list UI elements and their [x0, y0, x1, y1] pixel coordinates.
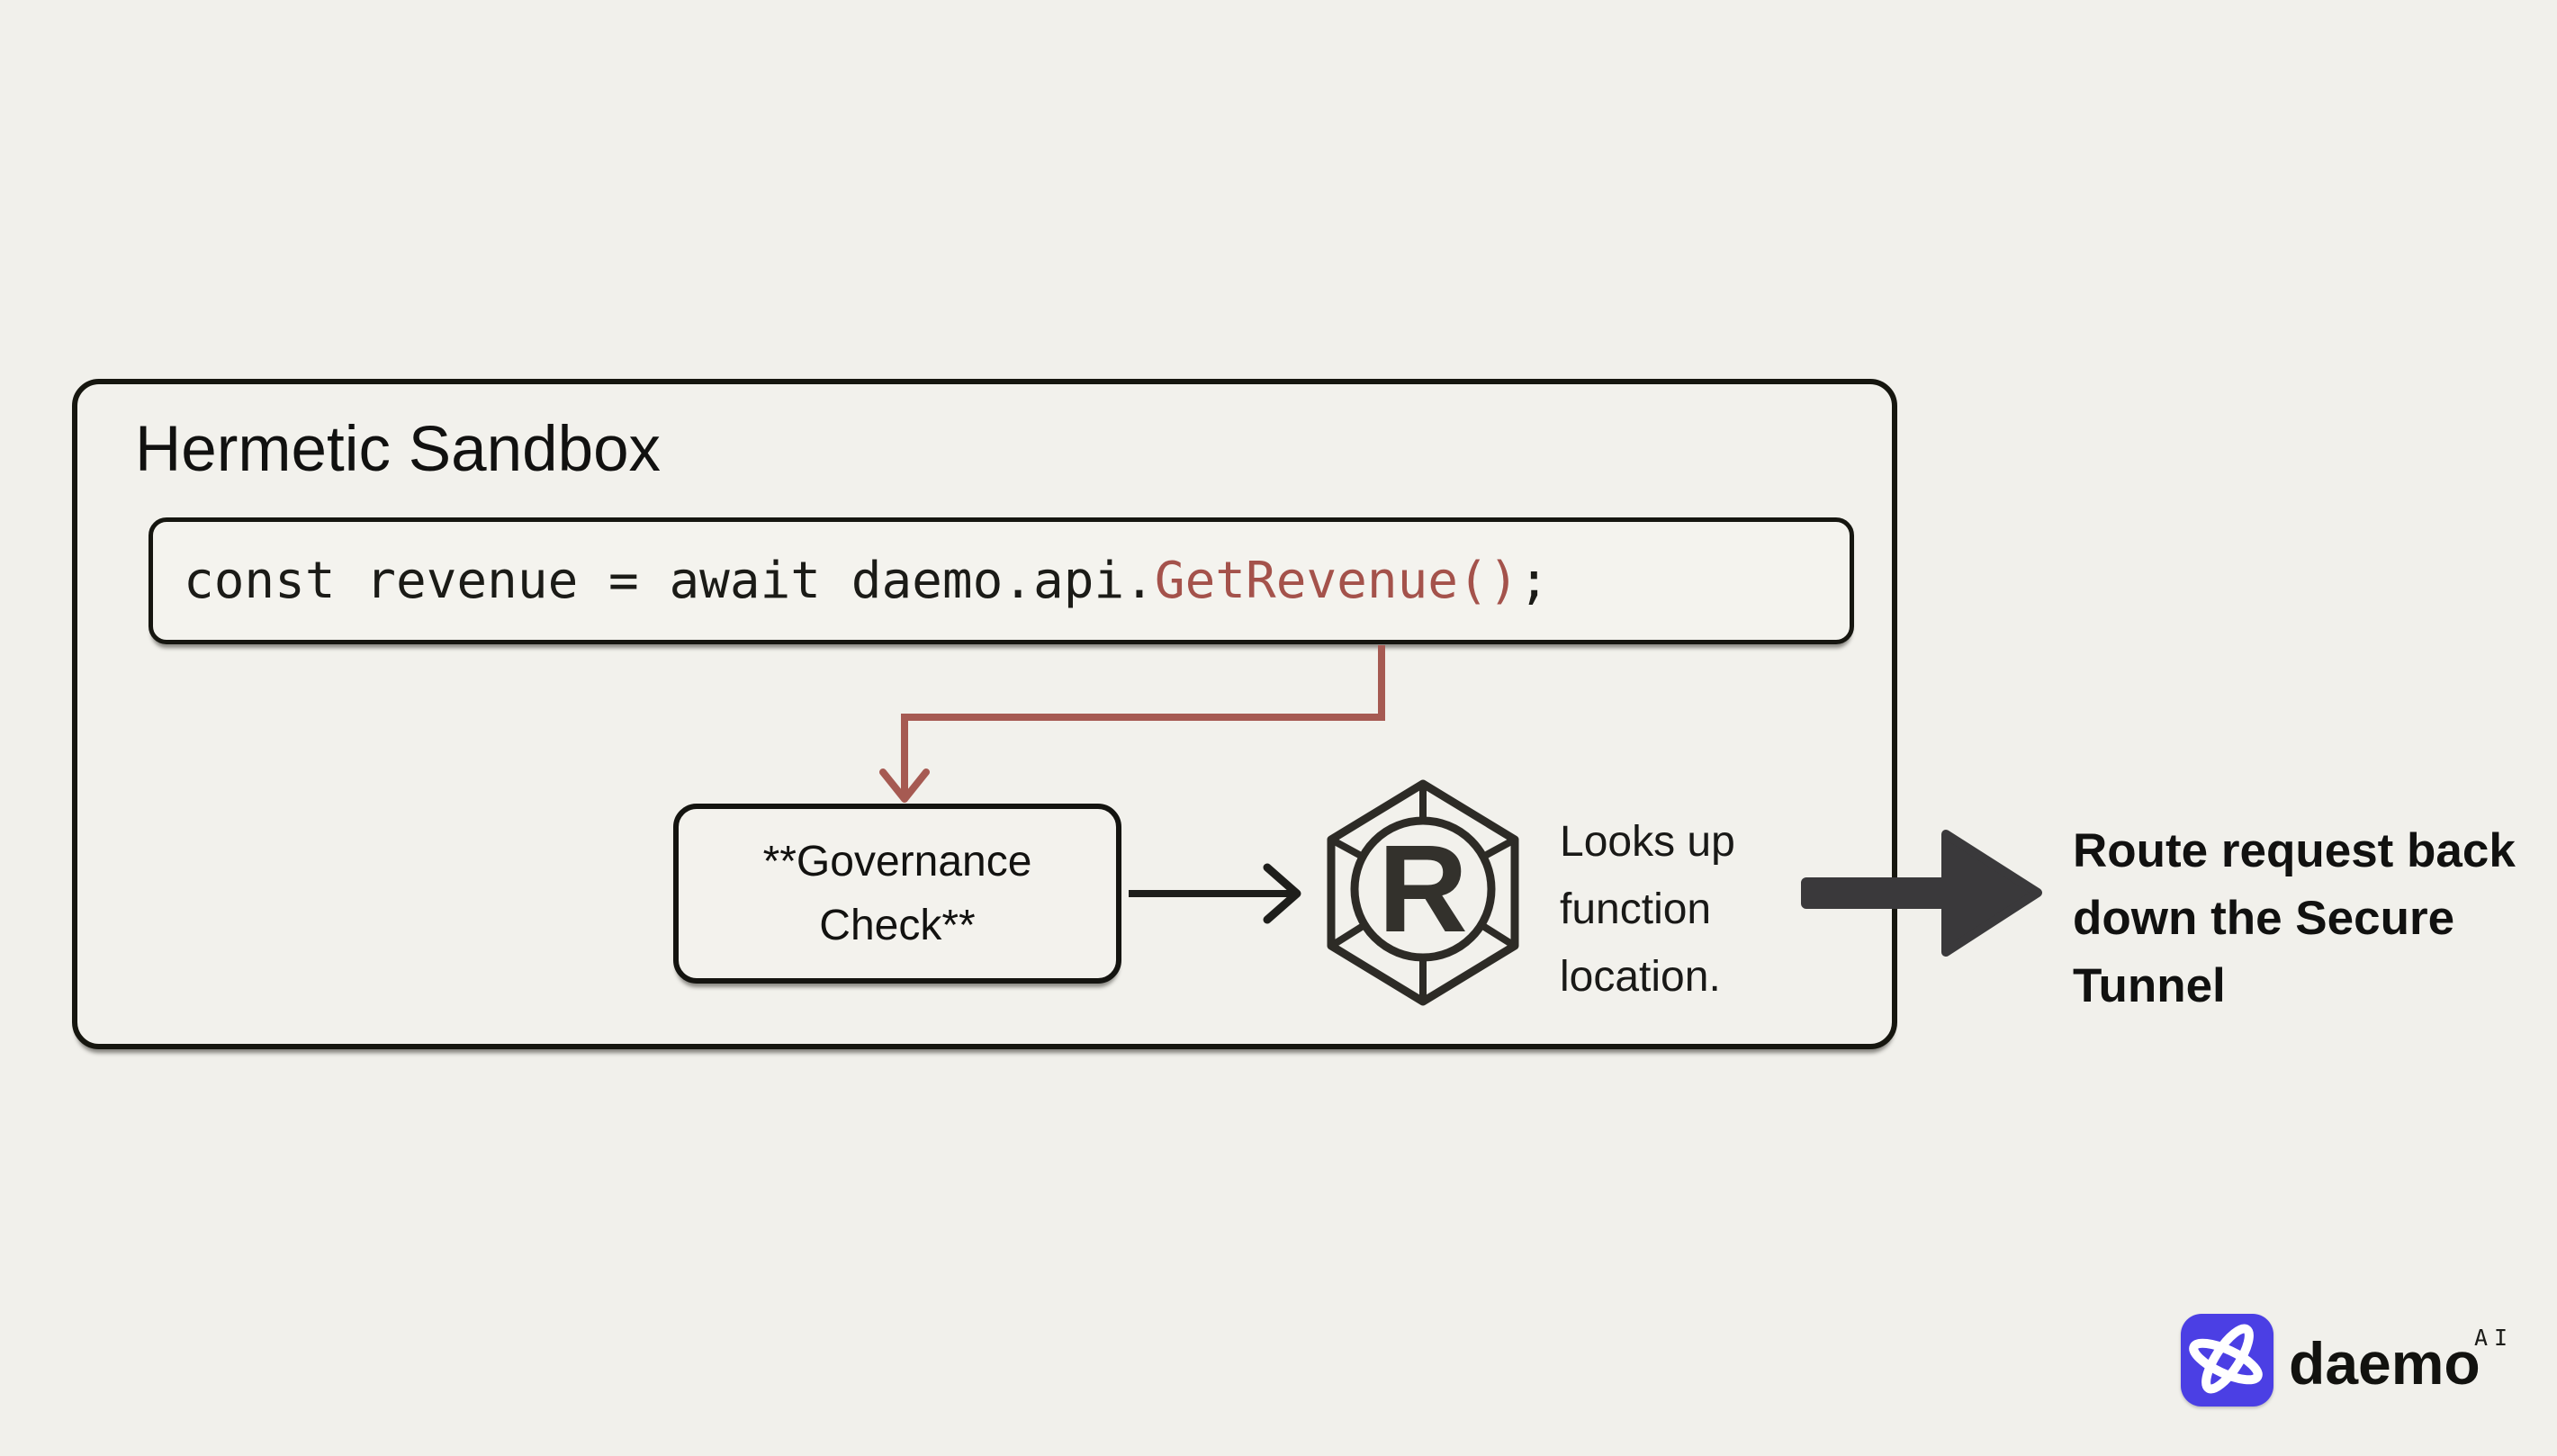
route-note-line3: Tunnel [2073, 959, 2226, 1012]
governance-check-box: **Governance Check** [673, 804, 1121, 984]
code-highlight-segment: GetRevenue() [1154, 552, 1519, 610]
code-plain-segment: const revenue = await daemo.api. [184, 552, 1155, 610]
route-note: Route request back down the Secure Tunne… [2073, 817, 2516, 1020]
registry-caption-line2: function [1560, 885, 1712, 933]
route-note-line2: down the Secure [2073, 892, 2455, 945]
registry-hexagon-r-icon: R [1327, 779, 1519, 1006]
code-semicolon: ; [1518, 552, 1550, 610]
crossed-ellipses-icon [2189, 1324, 2263, 1394]
registry-caption-line1: Looks up [1560, 818, 1735, 866]
brand-superscript: AI [2474, 1325, 2515, 1351]
registry-caption-line3: location. [1560, 953, 1721, 1001]
brand-logo: daemo AI [2181, 1314, 2557, 1422]
brand-wordmark: daemo [2289, 1330, 2480, 1397]
registry-caption: Looks up function location. [1560, 808, 1735, 1011]
brand-icon-tile [2181, 1314, 2273, 1407]
code-snippet-box: const revenue = await daemo.api.GetReven… [149, 517, 1854, 644]
code-text: const revenue = await daemo.api.GetReven… [184, 552, 1549, 610]
governance-label-line2: Check** [819, 902, 976, 949]
governance-label-line1: **Governance [762, 838, 1032, 885]
route-note-line1: Route request back [2073, 824, 2516, 877]
sandbox-title: Hermetic Sandbox [135, 414, 662, 485]
registry-letter: R [1378, 820, 1468, 958]
